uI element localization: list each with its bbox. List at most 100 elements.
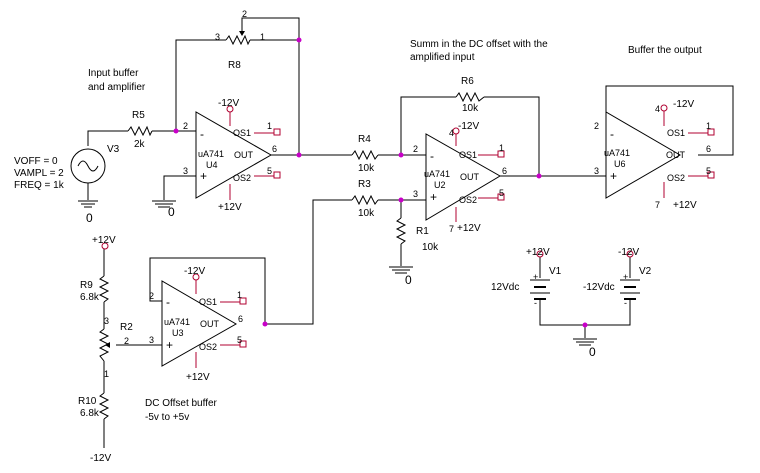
- r2-name: R2: [120, 322, 133, 333]
- u2-pin-noninv: 3: [413, 189, 418, 199]
- resistor-r1: [395, 217, 407, 245]
- resistor-r4: [351, 149, 379, 161]
- r10-value: 6.8k: [80, 408, 100, 419]
- u3-pin-inv: 2: [149, 291, 154, 301]
- u2-pin-os1: 1: [499, 143, 504, 153]
- u3-os1: OS1: [199, 297, 217, 307]
- u2-pin-v7: 7: [449, 224, 454, 234]
- ground-label-u4: 0: [168, 205, 175, 219]
- r6-value: 10k: [462, 103, 479, 114]
- r3-value: 10k: [358, 208, 375, 219]
- u6-pin-inv: 2: [594, 121, 599, 131]
- u2-plus: +: [430, 190, 437, 204]
- rail-top: +12V: [92, 235, 116, 246]
- v2-rail: -12V: [618, 247, 639, 258]
- note-dc-offset-2: -5v to +5v: [145, 412, 189, 423]
- u4-part: uA741: [198, 149, 224, 159]
- u6-os1: OS1: [667, 128, 685, 138]
- v1-name: V1: [549, 266, 562, 277]
- u2-os2: OS2: [459, 195, 477, 205]
- u3-pin-os2: 5: [237, 335, 242, 345]
- u6-plus: +: [610, 169, 617, 183]
- u2-pin-os2: 5: [499, 188, 504, 198]
- u4-pin-inv: 2: [183, 121, 188, 131]
- r2-pin-3: 3: [104, 316, 109, 326]
- u2-pin-out: 6: [502, 166, 507, 176]
- u4-pin-noninv: 3: [183, 166, 188, 176]
- r1-name: R1: [416, 226, 429, 237]
- u2-vpos: +12V: [457, 223, 481, 234]
- source-v1-symbol: [530, 279, 550, 300]
- u3-name: U3: [172, 328, 184, 338]
- r2-pin-2: 2: [124, 336, 129, 346]
- ground-u4: [152, 200, 176, 208]
- u3-out: OUT: [200, 319, 220, 329]
- v2-name: V2: [639, 266, 652, 277]
- power-pins: [195, 109, 710, 368]
- rail-bottom: -12V: [90, 453, 111, 464]
- resistor-r10: [98, 392, 110, 420]
- r1-value: 10k: [422, 242, 439, 253]
- u4-pin-os2: 5: [267, 166, 272, 176]
- u3-vpos: +12V: [186, 372, 210, 383]
- r8-pin-3: 3: [215, 32, 220, 42]
- v1-value: 12Vdc: [491, 282, 519, 293]
- v2-plus: +: [623, 272, 628, 282]
- r9-value: 6.8k: [80, 292, 100, 303]
- r2-pin-1: 1: [104, 369, 109, 379]
- u6-os2: OS2: [667, 173, 685, 183]
- u4-os1: OS1: [233, 128, 251, 138]
- v2-minus: -: [624, 298, 627, 308]
- u2-vneg: -12V: [458, 121, 479, 132]
- wires: [87, 17, 734, 448]
- ground-r1: [389, 266, 413, 274]
- u4-os2: OS2: [233, 173, 251, 183]
- note-summ-2: amplified input: [410, 52, 475, 63]
- u6-name: U6: [614, 159, 626, 169]
- v3-name: V3: [107, 144, 120, 155]
- u6-pin-v4: 4: [655, 104, 660, 114]
- r8-pin-1: 1: [260, 32, 265, 42]
- u4-pin-os1: 1: [267, 121, 272, 131]
- r9-name: R9: [80, 280, 93, 291]
- r8-name: R8: [228, 60, 241, 71]
- u3-part: uA741: [164, 317, 190, 327]
- u6-part: uA741: [604, 148, 630, 158]
- r5-name: R5: [132, 110, 145, 121]
- u6-pin-os1: 1: [706, 121, 711, 131]
- pot-r8: [225, 34, 251, 46]
- ground-label-r1: 0: [405, 273, 412, 287]
- u4-out: OUT: [234, 150, 254, 160]
- r4-value: 10k: [358, 163, 375, 174]
- note-input-buffer-2: and amplifier: [88, 82, 146, 93]
- u2-minus: -: [430, 149, 434, 163]
- note-dc-offset-1: DC Offset buffer: [145, 398, 218, 409]
- v1-minus: -: [534, 298, 537, 308]
- u4-vneg: -12V: [218, 98, 239, 109]
- v3-param-freq: FREQ = 1k: [14, 180, 65, 191]
- r4-name: R4: [358, 134, 371, 145]
- u2-os1: OS1: [459, 150, 477, 160]
- resistor-r5: [127, 125, 153, 137]
- v1-plus: +: [533, 272, 538, 282]
- u3-pin-noninv: 3: [149, 335, 154, 345]
- u4-vpos: +12V: [218, 202, 242, 213]
- ground-label-supplies: 0: [589, 345, 596, 359]
- resistor-r3: [351, 194, 379, 206]
- r5-value: 2k: [134, 139, 146, 150]
- opamp-u4: [195, 111, 273, 199]
- u4-minus: -: [200, 127, 204, 141]
- r3-name: R3: [358, 179, 371, 190]
- u6-pin-os2: 5: [706, 166, 711, 176]
- u3-plus: +: [166, 338, 173, 352]
- note-summ-1: Summ in the DC offset with the: [410, 39, 548, 50]
- v2-value: -12Vdc: [583, 282, 615, 293]
- resistor-r9: [98, 275, 110, 303]
- u3-pin-os1: 1: [237, 290, 242, 300]
- u6-minus: -: [610, 127, 614, 141]
- u3-pin-out: 6: [238, 314, 243, 324]
- resistor-r6: [455, 91, 485, 103]
- u4-name: U4: [206, 160, 218, 170]
